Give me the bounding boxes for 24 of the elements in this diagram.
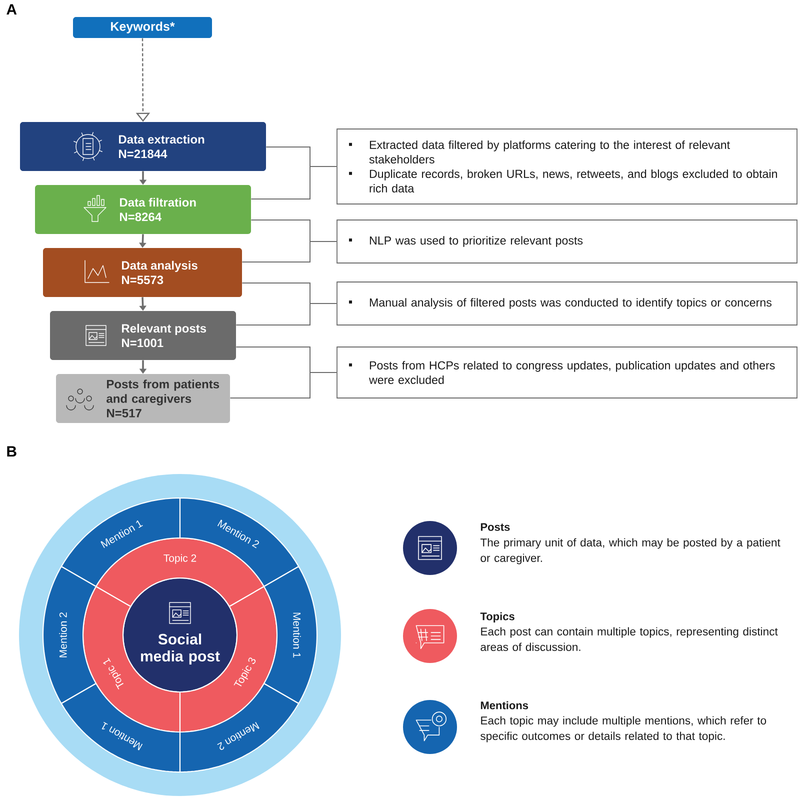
bracket-line <box>250 166 338 200</box>
panel-letter: B <box>7 446 16 457</box>
process-box: Data filtration N=8264 <box>35 185 251 234</box>
description: Each topic may include multiple mentions, which refer to specific outcomes or details related to that topic. <box>480 716 766 742</box>
panel-letter: A <box>6 4 17 15</box>
description: Each post can contain multiple topics, representing distinct areas of discussion. <box>480 627 778 651</box>
bracket-line <box>242 241 338 262</box>
heading: Posts <box>480 523 510 531</box>
note-box: Extracted data filtered by platforms catering to the interest of relevant stakeholders Duplicate records, broken URLs, news, retweets, and blogs excluded to obtain rich data <box>336 128 798 204</box>
heading: Topics <box>480 612 514 622</box>
note-box: NLP was used to prioritize relevant posts <box>336 220 798 264</box>
process-box: Relevant posts N=1001 <box>50 311 236 360</box>
keyword-box: Keywords* <box>73 17 212 38</box>
mention-segment: Mention 1 <box>263 566 318 704</box>
description: The primary unit of data, which may be posted by a patient or caregiver. <box>480 538 780 564</box>
note-box: Manual analysis of filtered posts was conducted to identify topics or concerns <box>336 282 798 326</box>
process-box: Data analysis N=5573 <box>43 248 242 297</box>
bracket-line <box>236 303 338 326</box>
process-box: Data extraction N=21844 <box>20 122 266 171</box>
mention-segment: Mention 2 <box>42 566 97 704</box>
process-box: Posts from patients and caregivers N=517 <box>56 374 230 423</box>
bracket-line <box>230 372 338 398</box>
heading: Mentions <box>480 701 528 710</box>
note-box: Posts from HCPs related to congress updates, publication updates and others were excluded <box>336 346 798 398</box>
